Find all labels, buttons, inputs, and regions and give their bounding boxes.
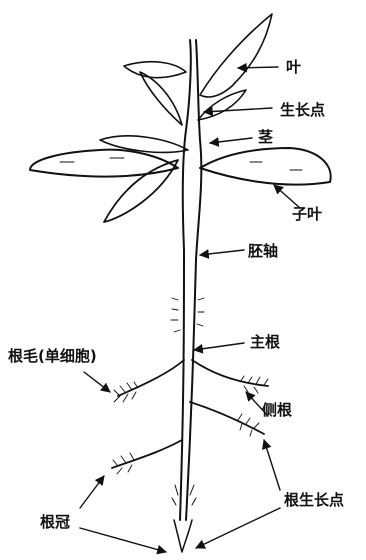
label-taproot: 主根 — [250, 333, 280, 351]
label-stem: 茎 — [258, 128, 273, 146]
cotyledons — [30, 148, 331, 185]
label-root-hair: 根毛(单细胞) — [8, 347, 97, 365]
label-root-growing-point: 根生长点 — [284, 491, 344, 509]
top-leaves — [100, 14, 272, 222]
label-growing-point: 生长点 — [280, 101, 325, 119]
label-hypocotyl: 胚轴 — [248, 242, 278, 260]
label-leaf: 叶 — [286, 58, 301, 76]
label-cotyledon: 子叶 — [292, 205, 322, 223]
label-lateral-root: 侧根 — [262, 401, 292, 419]
stem-and-taproot — [172, 40, 201, 552]
label-root-cap: 根冠 — [40, 513, 70, 531]
